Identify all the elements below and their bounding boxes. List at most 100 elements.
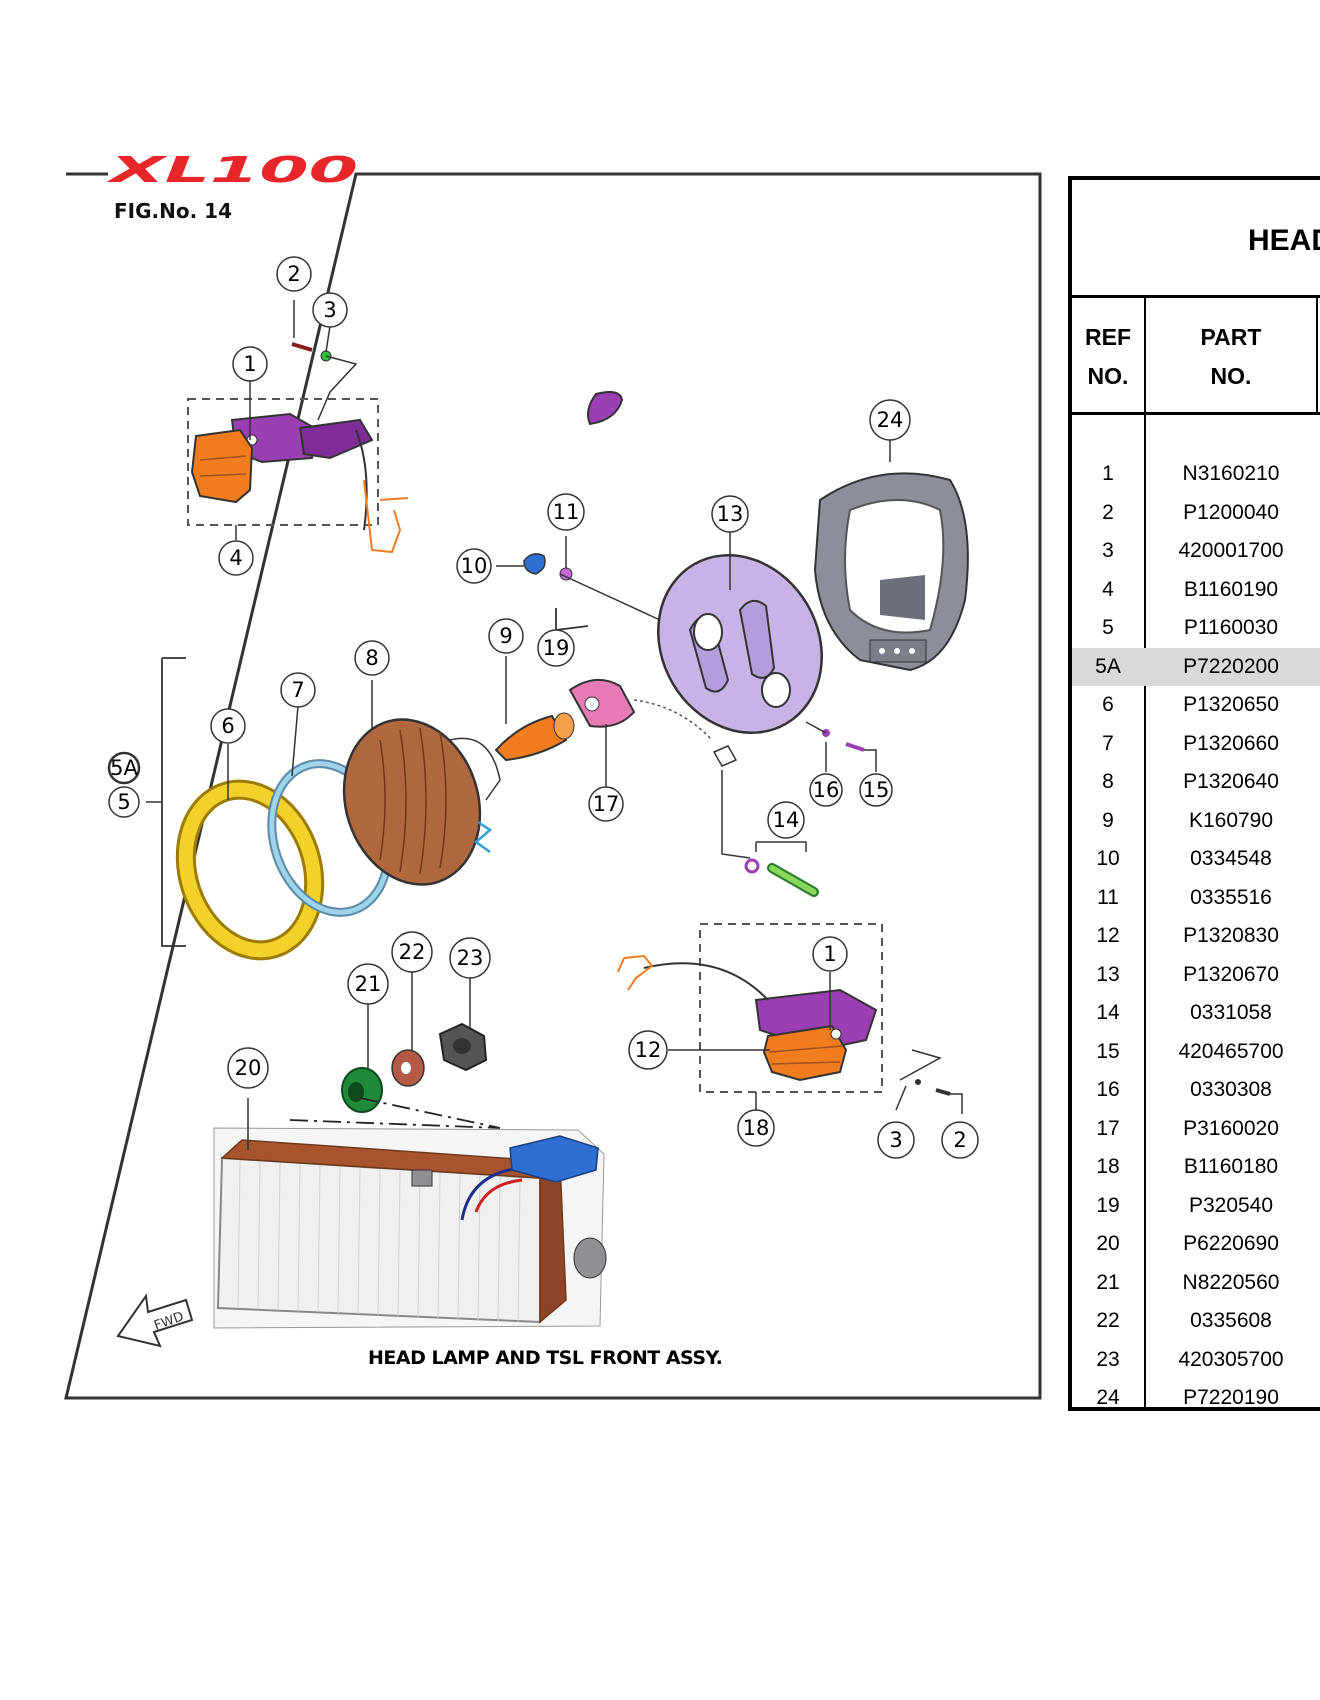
part-no-cell: 0330308 <box>1190 1078 1272 1101</box>
ref-no-cell: 21 <box>1096 1270 1120 1294</box>
callout-label: 1 <box>823 942 836 966</box>
part-no-cell: N8220560 <box>1182 1270 1280 1294</box>
callout-label: 16 <box>813 778 840 802</box>
callout-21: 21 <box>347 963 389 1005</box>
ref-no-cell: 7 <box>1102 731 1114 755</box>
callout-19: 19 <box>537 629 575 667</box>
part-no-cell: P1320640 <box>1183 770 1279 793</box>
callout-9: 9 <box>488 618 524 654</box>
callout-23: 23 <box>449 937 491 979</box>
callout-18: 18 <box>737 1109 775 1147</box>
callout-6: 6 <box>210 708 246 744</box>
callout-2: 2 <box>941 1121 979 1159</box>
ref-no-cell: 24 <box>1096 1386 1120 1409</box>
callout-5: 5 <box>108 786 140 818</box>
ref-no-cell: 13 <box>1096 962 1120 986</box>
rubber-grommet-small <box>587 391 624 426</box>
part-no-cell: 420305700 <box>1178 1347 1284 1371</box>
callout-label: 24 <box>877 408 904 432</box>
table-row: 6 P1320650 <box>1072 686 1320 724</box>
header-ref-line1: REF <box>1085 324 1131 350</box>
callout-15: 15 <box>859 773 893 807</box>
forward-direction-arrow: FWD <box>116 1293 194 1348</box>
part-no-cell: B1160190 <box>1183 577 1279 601</box>
ref-no-cell: 12 <box>1096 924 1120 947</box>
table-row: 3 420001700 <box>1072 532 1320 570</box>
parts-table: HEAD LAMP AND TSL FRONT ASSY REF NO. PAR… <box>1068 176 1320 1411</box>
figure-number: FIG.No. 14 <box>114 199 232 223</box>
header-part-line2: NO. <box>1210 363 1252 389</box>
headlight-case <box>813 420 969 672</box>
headlight-unit <box>146 657 501 961</box>
ref-no-cell: 6 <box>1102 693 1114 716</box>
callout-8: 8 <box>354 640 390 676</box>
callout-3: 3 <box>312 292 348 328</box>
adjusting-screws <box>744 721 877 897</box>
callout-1: 1 <box>812 936 848 972</box>
callout-label: 12 <box>635 1038 662 1062</box>
part-no-cell: P1200040 <box>1183 500 1279 524</box>
callout-label: 10 <box>461 554 488 578</box>
callout-label: 23 <box>457 946 484 970</box>
part-no-cell: 420465700 <box>1178 1039 1284 1063</box>
part-no-cell: P3160020 <box>1183 1116 1279 1140</box>
ref-no-cell: 18 <box>1096 1155 1120 1178</box>
part-no-cell: P1320830 <box>1183 924 1279 947</box>
table-row: 20 P6220690 <box>1072 1225 1320 1263</box>
ref-no-cell: 3 <box>1102 539 1114 562</box>
callout-4: 4 <box>218 540 254 576</box>
part-no-cell: P7220200 <box>1183 654 1279 678</box>
part-no-cell: 0335516 <box>1190 885 1272 909</box>
callout-11: 11 <box>547 493 585 531</box>
part-no-cell: N3160210 <box>1182 462 1280 485</box>
table-row: 11 0335516 <box>1072 879 1320 917</box>
ref-no-cell: 19 <box>1096 1193 1120 1217</box>
callout-label: 13 <box>717 502 744 526</box>
part-no-cell: P6220690 <box>1183 1232 1279 1255</box>
ref-no-cell: 20 <box>1096 1232 1120 1255</box>
callout-17: 17 <box>588 786 624 822</box>
part-no-cell: 420001700 <box>1178 539 1284 562</box>
column-divider <box>1316 298 1318 415</box>
ref-no-cell: 8 <box>1102 770 1114 793</box>
callout-7: 7 <box>280 672 316 708</box>
part-no-cell: P1160030 <box>1183 616 1279 639</box>
callout-1: 1 <box>232 346 268 382</box>
callout-label: 15 <box>863 778 890 802</box>
ref-no-cell: 4 <box>1102 577 1114 601</box>
callout-label: 3 <box>323 298 336 322</box>
ref-no-cell: 1 <box>1102 462 1114 485</box>
header-ref-no: REF NO. <box>1072 318 1144 396</box>
callout-2: 2 <box>276 256 312 292</box>
diagram-frame <box>64 172 1042 1400</box>
callout-label: 17 <box>593 792 620 816</box>
header-part-no: PART NO. <box>1146 318 1316 396</box>
front-position-lamp <box>213 1098 607 1329</box>
ref-no-cell: 15 <box>1096 1039 1120 1063</box>
ref-no-cell: 5 <box>1102 616 1114 639</box>
callout-label: 11 <box>553 500 580 524</box>
ref-no-cell: 11 <box>1097 885 1119 909</box>
column-divider <box>1144 298 1146 1411</box>
part-no-cell: 0331058 <box>1190 1001 1272 1024</box>
callout-12: 12 <box>628 1030 668 1070</box>
part-no-cell: P1320650 <box>1183 693 1279 716</box>
ref-no-cell: 10 <box>1096 847 1120 870</box>
callout-label: 3 <box>889 1128 902 1152</box>
callout-label: 1 <box>243 352 256 376</box>
headlight-housing <box>657 518 823 734</box>
callout-label: 2 <box>287 262 300 286</box>
callout-3: 3 <box>877 1121 915 1159</box>
callout-22: 22 <box>391 931 433 973</box>
table-row: 4 B1160190 <box>1072 571 1320 609</box>
table-row: 15 420465700 <box>1072 1033 1320 1071</box>
part-no-cell: P7220190 <box>1183 1386 1279 1409</box>
callout-label: 19 <box>543 636 570 660</box>
